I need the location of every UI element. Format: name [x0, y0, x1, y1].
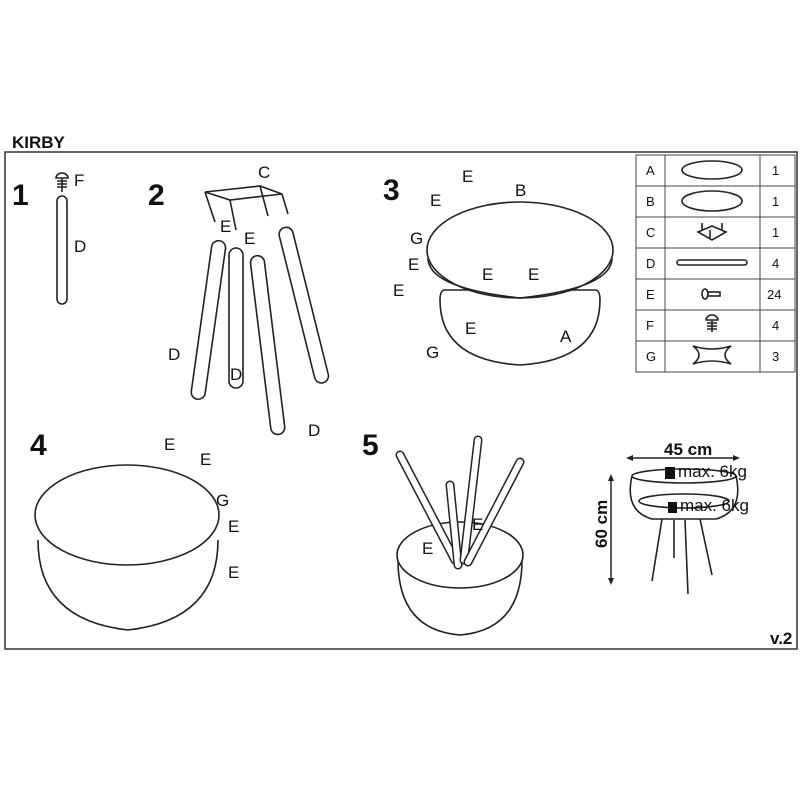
svg-text:1: 1	[772, 225, 779, 240]
svg-text:E: E	[430, 191, 441, 210]
svg-text:F: F	[74, 171, 84, 190]
svg-text:E: E	[408, 255, 419, 274]
screw-icon	[707, 291, 721, 297]
foot-cap-icon	[55, 172, 69, 192]
leg-icon	[676, 259, 748, 266]
width-label: 45 cm	[664, 440, 712, 459]
svg-text:E: E	[646, 287, 655, 302]
svg-text:D: D	[230, 365, 242, 384]
svg-text:4: 4	[30, 429, 47, 462]
top-panel-icon	[681, 160, 743, 180]
svg-text:4: 4	[772, 318, 779, 333]
svg-text:E: E	[244, 229, 255, 248]
max-load-top: max. 6kg	[678, 462, 747, 481]
shelf-panel-icon	[681, 190, 743, 212]
svg-text:E: E	[465, 319, 476, 338]
max-load-shelf: max. 6kg	[680, 496, 749, 515]
step-2: 2 C E E D D D	[148, 163, 330, 440]
dimensions-drawing: 45 cm 60 cm max. 6kg max. 6kg	[592, 440, 749, 595]
svg-text:E: E	[220, 217, 231, 236]
svg-text:E: E	[228, 517, 239, 536]
svg-text:E: E	[528, 265, 539, 284]
height-label: 60 cm	[592, 500, 611, 548]
svg-text:E: E	[200, 450, 211, 469]
foot-cap-icon	[705, 314, 719, 332]
svg-text:E: E	[422, 539, 433, 558]
svg-text:D: D	[74, 237, 86, 256]
svg-text:C: C	[646, 225, 655, 240]
step-1: 1 F D	[12, 171, 86, 305]
parts-row-E: E 24	[646, 287, 781, 302]
svg-text:D: D	[168, 345, 180, 364]
svg-text:G: G	[410, 229, 423, 248]
svg-text:24: 24	[767, 287, 781, 302]
product-title: KIRBY	[12, 133, 66, 152]
svg-text:B: B	[515, 181, 526, 200]
svg-text:E: E	[482, 265, 493, 284]
svg-text:E: E	[462, 167, 473, 186]
svg-text:2: 2	[148, 179, 165, 212]
svg-text:1: 1	[12, 179, 29, 212]
svg-text:E: E	[228, 563, 239, 582]
leg-bracket-icon	[696, 223, 728, 241]
svg-text:D: D	[646, 256, 655, 271]
side-support-icon	[692, 345, 732, 365]
svg-text:F: F	[646, 318, 654, 333]
svg-text:G: G	[216, 491, 229, 510]
svg-text:E: E	[164, 435, 175, 454]
svg-text:3: 3	[383, 174, 400, 207]
svg-text:A: A	[560, 327, 572, 346]
step-4: 4 E E G E E	[30, 429, 239, 631]
svg-text:C: C	[258, 163, 270, 182]
step-3: 3 E E B G E E E E E A G	[383, 167, 614, 366]
step-5: 5 E E	[362, 429, 525, 636]
svg-text:3: 3	[772, 349, 779, 364]
svg-text:B: B	[646, 194, 655, 209]
svg-text:D: D	[308, 421, 320, 440]
version-label: v.2	[770, 629, 792, 648]
svg-text:G: G	[646, 349, 656, 364]
svg-text:1: 1	[772, 163, 779, 178]
svg-text:5: 5	[362, 429, 379, 462]
svg-text:E: E	[472, 515, 483, 534]
svg-text:1: 1	[772, 194, 779, 209]
svg-text:A: A	[646, 163, 655, 178]
svg-text:E: E	[393, 281, 404, 300]
frame	[4, 151, 798, 650]
svg-text:G: G	[426, 343, 439, 362]
svg-text:4: 4	[772, 256, 779, 271]
